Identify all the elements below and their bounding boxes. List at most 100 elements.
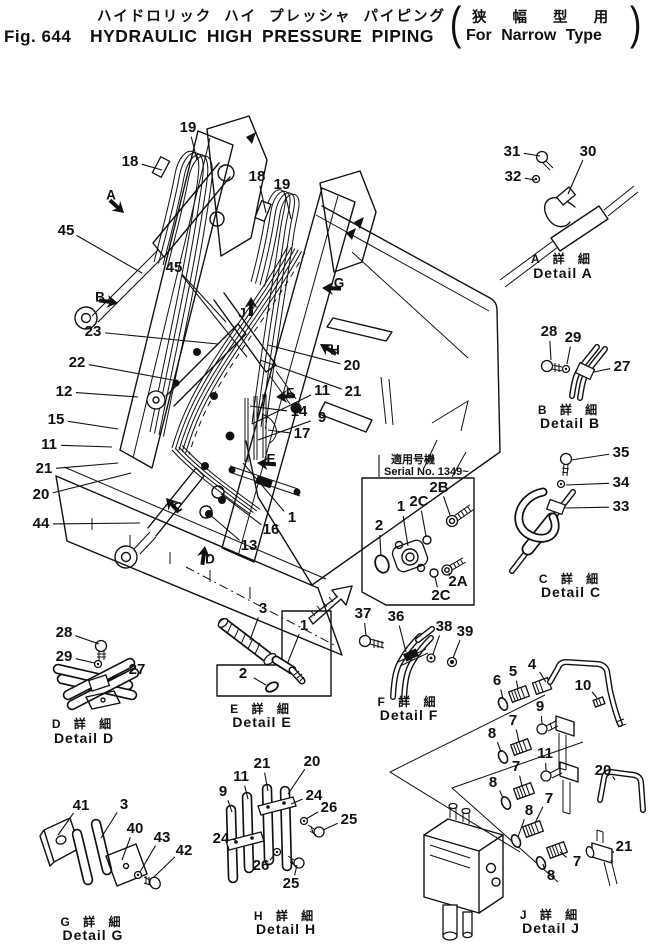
- svg-text:2: 2: [239, 665, 247, 682]
- detail-b-drawing: [540, 344, 608, 401]
- callout-19: 19: [180, 119, 198, 161]
- detail-g-drawing: [39, 817, 161, 890]
- deck-frame: [55, 466, 343, 656]
- svg-text:17: 17: [294, 425, 311, 442]
- callout-20: 20: [267, 344, 360, 374]
- svg-text:Detail B: Detail B: [540, 415, 600, 431]
- callout-12: 12: [56, 383, 139, 400]
- callout-2: 2: [239, 665, 267, 686]
- title-japanese: ハイドロリック ハイ プレッシャ パイピング: [97, 9, 447, 25]
- bolt-part-2a: [441, 557, 466, 576]
- callout-29: 29: [56, 648, 96, 665]
- callout-25: 25: [322, 811, 358, 831]
- callout-42: 42: [153, 842, 192, 878]
- svg-text:40: 40: [127, 820, 144, 837]
- callout-16: 16: [220, 493, 280, 538]
- boom-foot-cylinder-44: [114, 467, 205, 569]
- svg-text:33: 33: [613, 498, 630, 515]
- callout-2C: 2C: [431, 576, 451, 604]
- svg-text:10: 10: [575, 677, 592, 694]
- callout-20: 20: [595, 762, 616, 781]
- callout-3: 3: [100, 796, 128, 839]
- washer-part-2c-upper: [422, 535, 432, 545]
- callout-21: 21: [259, 359, 361, 400]
- svg-text:19: 19: [274, 176, 291, 193]
- striped-arrow: [308, 585, 353, 625]
- boom-cylinder-45-left: [74, 162, 231, 330]
- callout-7: 7: [509, 712, 520, 743]
- control-valve-block: [423, 802, 504, 941]
- view-marker-A: A: [106, 188, 124, 213]
- svg-text:22: 22: [69, 354, 86, 371]
- callout-28: 28: [56, 624, 100, 645]
- svg-text:25: 25: [341, 811, 358, 828]
- svg-text:21: 21: [36, 460, 53, 477]
- svg-text:1: 1: [300, 617, 308, 634]
- callout-2A: 2A: [448, 572, 468, 590]
- svg-text:C 詳 細: C 詳 細: [539, 571, 603, 586]
- svg-text:2C: 2C: [431, 587, 450, 604]
- svg-text:13: 13: [241, 537, 258, 554]
- open-paren: (: [449, 0, 462, 49]
- view-marker-B: B: [95, 290, 118, 308]
- svg-text:11: 11: [314, 382, 330, 399]
- svg-text:Detail C: Detail C: [541, 584, 601, 600]
- callout-9: 9: [219, 783, 233, 813]
- callout-18: 18: [122, 153, 163, 171]
- callout-6: 6: [493, 672, 504, 700]
- subtitle-english: For Narrow Type: [466, 27, 602, 44]
- view-marker-C: C: [166, 498, 183, 515]
- boom-left: [119, 115, 268, 469]
- callout-2C: 2C: [409, 493, 429, 537]
- svg-text:29: 29: [56, 648, 73, 665]
- callout-27: 27: [593, 358, 630, 375]
- svg-text:20: 20: [33, 486, 50, 503]
- callout-27: 27: [107, 661, 145, 681]
- callout-35: 35: [570, 444, 629, 461]
- svg-text:30: 30: [580, 143, 597, 160]
- svg-text:F: F: [286, 386, 294, 401]
- view-marker-E: E: [257, 452, 277, 471]
- svg-text:D 詳 細: D 詳 細: [52, 716, 116, 731]
- svg-text:7: 7: [545, 790, 553, 807]
- svg-text:Detail D: Detail D: [54, 730, 114, 746]
- svg-text:15: 15: [48, 411, 65, 428]
- callout-20: 20: [33, 472, 132, 503]
- svg-text:2C: 2C: [409, 493, 428, 510]
- detail-f-drawing: [358, 626, 458, 702]
- callout-11: 11: [41, 436, 113, 453]
- svg-text:2B: 2B: [429, 479, 448, 496]
- callout-36: 36: [388, 608, 407, 653]
- callout-30: 30: [567, 143, 597, 195]
- callout-9: 9: [257, 409, 326, 441]
- svg-text:H: H: [330, 343, 340, 358]
- svg-text:20: 20: [595, 762, 612, 779]
- svg-text:18: 18: [122, 153, 139, 170]
- callout-17: 17: [267, 425, 311, 442]
- svg-text:39: 39: [457, 623, 474, 640]
- svg-text:43: 43: [154, 829, 171, 846]
- hose-clamps: [172, 348, 235, 519]
- callout-21: 21: [36, 460, 119, 477]
- callout-43: 43: [139, 829, 171, 873]
- svg-text:8: 8: [525, 802, 533, 819]
- svg-text:1: 1: [288, 509, 296, 526]
- svg-text:31: 31: [504, 143, 521, 160]
- callout-34: 34: [565, 474, 630, 491]
- callout-13: 13: [207, 512, 258, 554]
- callout-8: 8: [542, 863, 555, 884]
- callout-26: 26: [253, 853, 276, 874]
- svg-text:8: 8: [488, 725, 496, 742]
- callout-11: 11: [537, 745, 553, 772]
- svg-text:A 詳 細: A 詳 細: [531, 251, 595, 266]
- callout-3: 3: [249, 600, 267, 641]
- view-marker-D: D: [197, 546, 215, 567]
- svg-text:11: 11: [41, 436, 57, 453]
- svg-text:16: 16: [263, 521, 280, 538]
- svg-text:11: 11: [233, 768, 249, 785]
